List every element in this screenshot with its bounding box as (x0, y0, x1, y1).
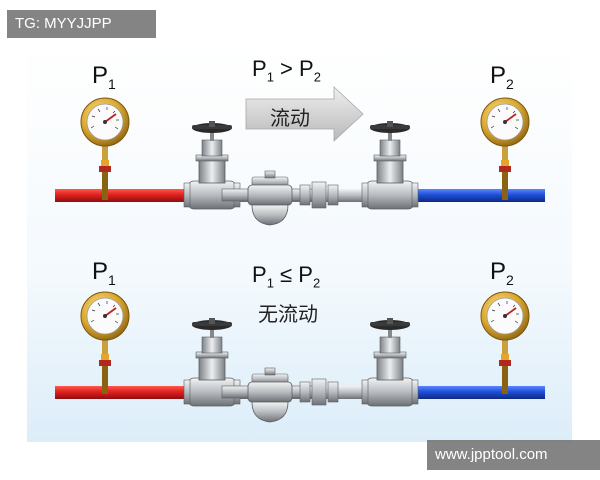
pressure-gauge-icon (80, 291, 130, 395)
pressure-gauge-icon (480, 97, 530, 201)
pressure-gauge-icon (80, 97, 130, 201)
top-scene (55, 86, 545, 226)
gauge-label-p1: P1 (92, 258, 116, 288)
outlet-pipe (405, 386, 545, 399)
steam-trap-icon (221, 170, 339, 226)
pressure-condition: P1 > P2 (252, 56, 321, 85)
steam-trap-icon (221, 367, 339, 423)
inlet-pipe (55, 386, 195, 399)
pressure-condition: P1 ≤ P2 (252, 262, 321, 291)
inlet-pipe (55, 189, 195, 202)
bottom-scene (55, 291, 545, 423)
watermark-bottom: www.jpptool.com (427, 440, 600, 470)
gauge-label-p2: P2 (490, 258, 514, 288)
no-flow-label: 无流动 (258, 302, 318, 326)
gate-valve-icon (361, 120, 419, 210)
gate-valve-icon (361, 317, 419, 407)
outlet-pipe (405, 189, 545, 202)
flow-arrow-icon (245, 86, 364, 142)
pressure-gauge-icon (480, 291, 530, 395)
gauge-label-p2: P2 (490, 62, 514, 92)
gauge-label-p1: P1 (92, 62, 116, 92)
watermark-top: TG: MYYJJPP (7, 10, 156, 38)
flow-label: 流动 (270, 106, 310, 130)
